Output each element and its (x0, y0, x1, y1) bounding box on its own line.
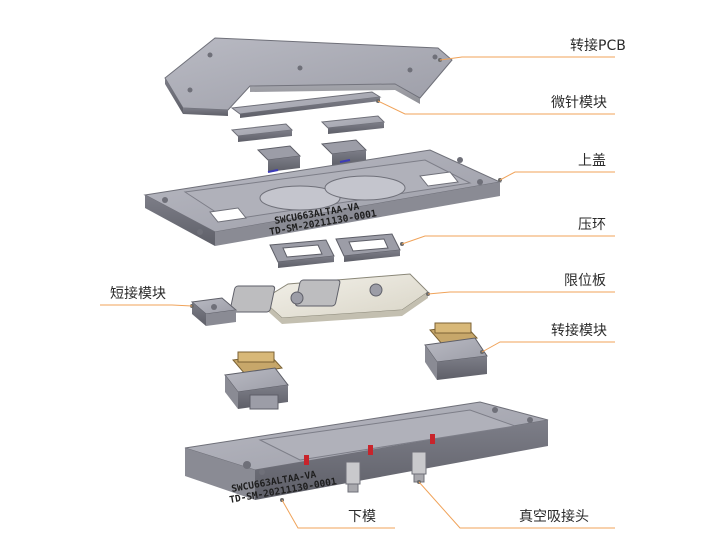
label-adapter-module: 转接模块 (551, 322, 607, 339)
press-ring-part (269, 233, 401, 268)
label-adapter-pcb: 转接PCB (570, 37, 626, 54)
callout-adapter-pcb: 转接PCB (438, 37, 626, 62)
callout-press-ring: 压环 (400, 217, 615, 246)
adapter-module-part (424, 322, 488, 380)
callout-vacuum-nozzle: 真空吸接头 (417, 480, 615, 529)
label-vacuum-nozzle: 真空吸接头 (519, 508, 589, 525)
label-short-module: 短接模块 (110, 285, 166, 302)
label-lower-mold: 下模 (348, 509, 376, 525)
label-micro-needle-module: 微针模块 (551, 95, 607, 111)
callout-adapter-module: 转接模块 (480, 322, 615, 354)
label-upper-cover: 上盖 (578, 153, 606, 169)
lower-mold-part: SWCU663ALTAA-VA TD-SM-20211130-0001 (184, 401, 549, 506)
adapter-pcb-part (164, 37, 453, 116)
micro-needle-module-part (230, 91, 386, 172)
callout-upper-cover: 上盖 (498, 153, 615, 182)
vacuum-nozzle-part (345, 451, 427, 493)
upper-cover-part: SWCU663ALTAA-VA TD-SM-20211130-0001 (143, 149, 502, 246)
callout-short-module: 短接模块 (100, 285, 194, 308)
left-connector-part (224, 351, 289, 410)
short-module-part (190, 297, 238, 326)
label-limit-plate: 限位板 (564, 273, 606, 289)
callout-lower-mold: 下模 (280, 498, 395, 529)
limit-plate-part (229, 273, 429, 324)
callout-limit-plate: 限位板 (426, 273, 615, 296)
label-press-ring: 压环 (578, 217, 606, 233)
callout-micro-needle-module: 微针模块 (376, 95, 615, 115)
